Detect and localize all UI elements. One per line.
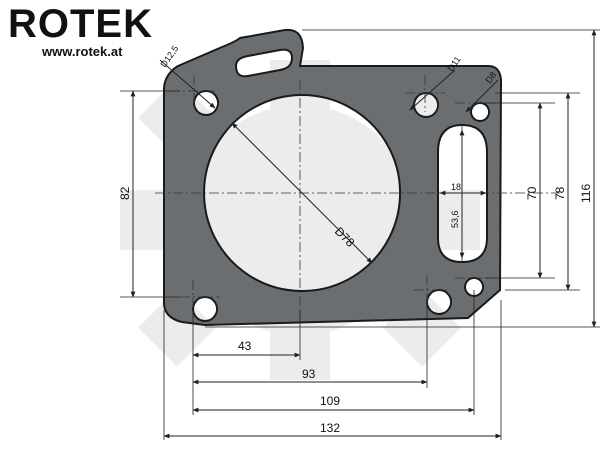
dim-line-d78 bbox=[231, 122, 373, 264]
label-93: 93 bbox=[302, 367, 316, 381]
brand-logo: ROTEK www.rotek.at bbox=[8, 4, 178, 59]
gasket-body bbox=[163, 28, 503, 327]
label-70: 70 bbox=[525, 186, 539, 200]
label-109: 109 bbox=[320, 394, 340, 408]
extension-lines bbox=[120, 29, 600, 440]
brand-url: www.rotek.at bbox=[42, 44, 123, 59]
brand-name: ROTEK bbox=[8, 2, 153, 46]
label-78: 78 bbox=[553, 186, 567, 200]
label-82: 82 bbox=[118, 186, 132, 200]
label-53-6: 53,6 bbox=[450, 210, 460, 228]
label-132: 132 bbox=[320, 421, 340, 435]
label-116: 116 bbox=[579, 184, 593, 203]
hole-leaders bbox=[159, 59, 499, 113]
label-43: 43 bbox=[238, 339, 252, 353]
dimension-lines bbox=[130, 29, 597, 439]
label-18: 18 bbox=[451, 182, 461, 192]
